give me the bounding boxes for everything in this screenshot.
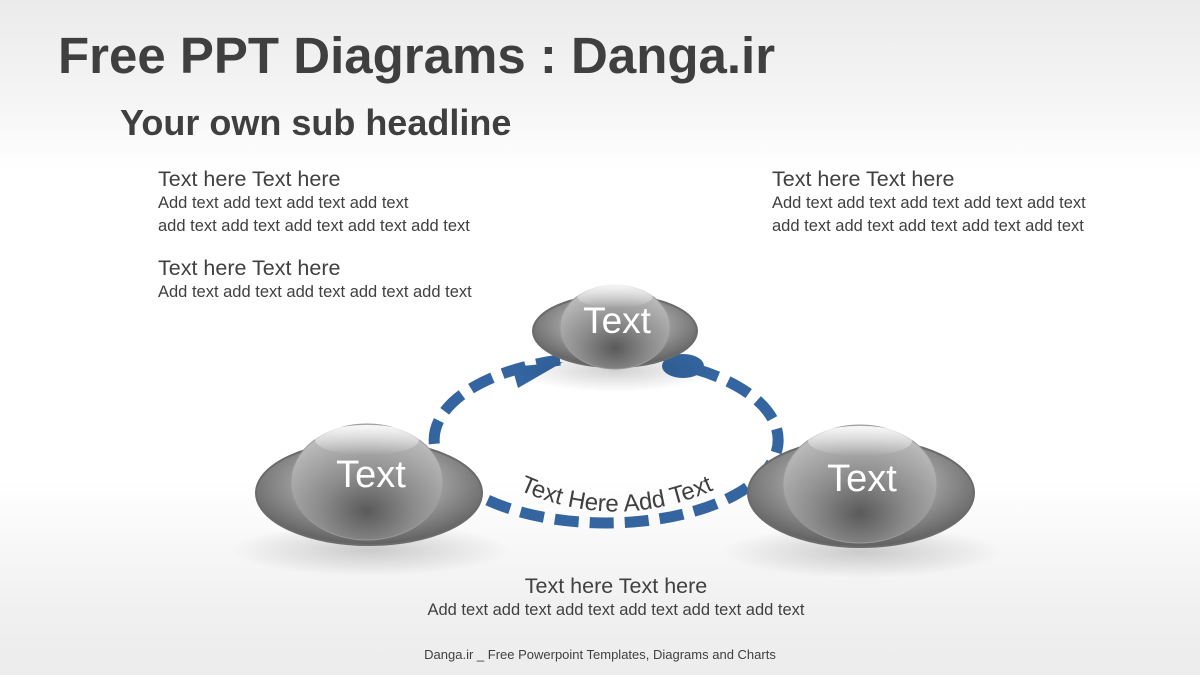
- block-text-line: Add text add text add text add text: [158, 194, 409, 212]
- footer: Danga.ir _ Free Powerpoint Templates, Di…: [424, 647, 776, 662]
- node-highlight: [808, 426, 912, 456]
- arc-label-text: Text Here Add Text: [517, 470, 717, 517]
- cycle-ring-dashed: [428, 354, 784, 529]
- page-subtitle: Your own sub headline: [120, 102, 512, 143]
- node-label-left: Text: [336, 454, 406, 496]
- text-block-top-right: Text here Text here Add text add text ad…: [772, 166, 1086, 238]
- block-text-line: Add text add text add text add text add …: [427, 601, 805, 619]
- node-highlight: [577, 284, 653, 308]
- text-block-top-left: Text here Text here Add text add text ad…: [158, 166, 470, 238]
- node-top: Text: [515, 284, 715, 392]
- text-block-mid-left: Text here Text here Add text add text ad…: [158, 255, 472, 304]
- block-text-line: Add text add text add text add text add …: [158, 283, 472, 301]
- node-left: Text: [230, 423, 510, 576]
- block-text-line: Add text add text add text add text add …: [772, 194, 1086, 212]
- block-text-line: add text add text add text add text add …: [158, 217, 470, 235]
- block-heading: Text here Text here: [158, 256, 341, 280]
- node-dome: [290, 423, 444, 541]
- node-highlight: [315, 425, 419, 455]
- block-heading: Text here Text here: [524, 574, 708, 598]
- block-text-line: add text add text add text add text add …: [772, 217, 1084, 235]
- block-heading: Text here Text here: [158, 167, 341, 191]
- node-shadow: [722, 526, 1002, 578]
- text-block-bottom: Text here Text here Add text add text ad…: [316, 573, 916, 622]
- node-label-top: Text: [583, 300, 652, 341]
- node-dome: [782, 424, 938, 544]
- arc-label: Text Here Add Text: [517, 470, 717, 517]
- node-shadow: [230, 524, 510, 576]
- page-title: Free PPT Diagrams : Danga.ir: [58, 27, 776, 84]
- block-heading: Text here Text here: [772, 167, 955, 191]
- node-right: Text: [722, 424, 1002, 578]
- node-label-right: Text: [827, 458, 897, 500]
